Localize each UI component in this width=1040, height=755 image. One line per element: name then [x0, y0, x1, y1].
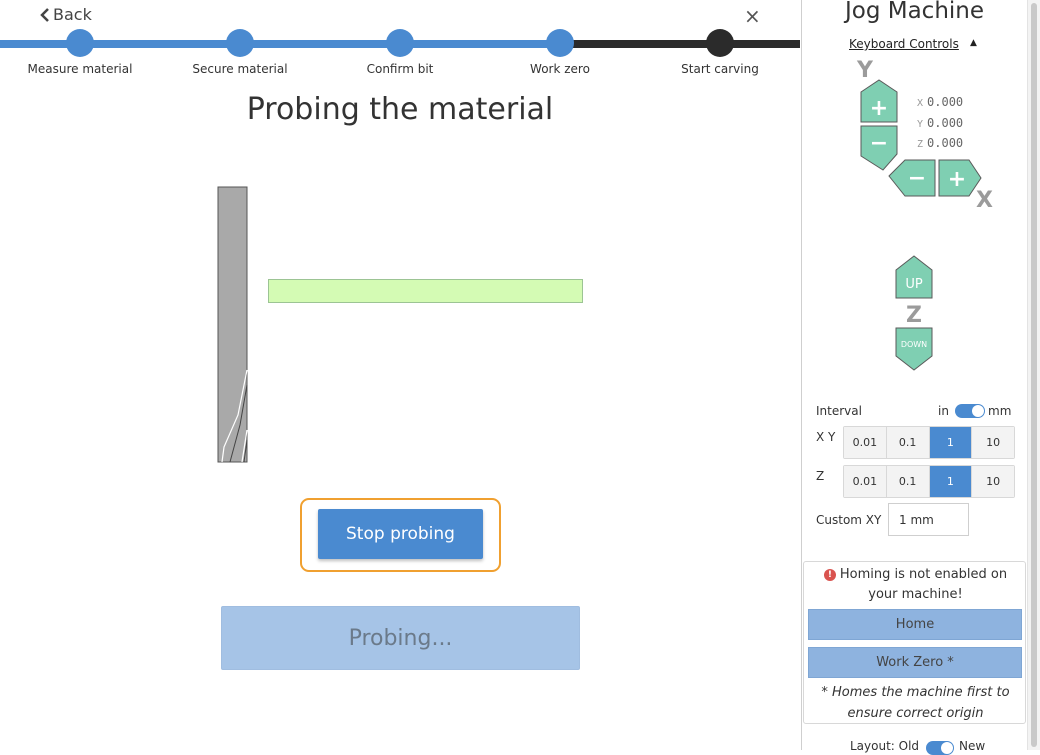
step-dot-start-carving — [706, 29, 734, 57]
layout-new-label: New — [959, 739, 986, 753]
probing-wizard: Back × Measure material Secure material … — [0, 4, 800, 670]
step-dot-work-zero — [546, 29, 574, 57]
homing-warning-text: Homing is not enabled on your machine! — [839, 567, 1008, 602]
xy-step-selector: 0.01 0.1 1 10 — [843, 426, 1015, 459]
keyboard-controls-link[interactable]: Keyboard Controls — [849, 37, 959, 51]
x-plus-label: + — [948, 167, 966, 192]
y-plus-label: + — [870, 96, 888, 121]
z-step-10[interactable]: 10 — [972, 466, 1014, 497]
step-dot-secure-material — [226, 29, 254, 57]
step-dot-measure-material — [66, 29, 94, 57]
unit-mm-label: mm — [988, 404, 1012, 418]
z-step-0.1[interactable]: 0.1 — [886, 466, 930, 497]
layout-toggle[interactable] — [926, 741, 954, 755]
y-axis-label: Y — [857, 58, 873, 83]
unit-toggle[interactable] — [955, 404, 985, 418]
step-label-measure-material: Measure material — [27, 62, 133, 76]
step-label-confirm-bit: Confirm bit — [366, 62, 434, 76]
step-label-start-carving: Start carving — [681, 62, 759, 76]
xy-step-1[interactable]: 1 — [929, 427, 973, 458]
x-plus-button[interactable]: + — [938, 159, 982, 197]
custom-xy-input[interactable] — [888, 503, 969, 536]
z-step-1[interactable]: 1 — [929, 466, 973, 497]
z-down-label: DOWN — [901, 340, 927, 349]
y-plus-button[interactable]: + — [860, 79, 898, 123]
caret-up-icon[interactable]: ▲ — [970, 38, 977, 48]
xy-step-0.01[interactable]: 0.01 — [844, 427, 887, 458]
z-step-0.01[interactable]: 0.01 — [844, 466, 887, 497]
x-minus-button[interactable]: − — [888, 159, 936, 197]
jog-panel: Jog Machine Keyboard Controls ▲ Y + − − … — [801, 0, 1026, 755]
x-minus-label: − — [908, 166, 926, 191]
z-down-button[interactable]: DOWN — [895, 327, 933, 371]
close-icon[interactable]: × — [744, 4, 761, 28]
layout-old-label: Layout: Old — [850, 739, 920, 753]
chevron-left-icon — [40, 7, 49, 22]
step-dot-confirm-bit — [386, 29, 414, 57]
z-step-label: Z — [816, 469, 825, 483]
work-zero-button[interactable]: Work Zero * — [808, 647, 1022, 678]
step-label-secure-material: Secure material — [192, 62, 288, 76]
xy-jog-pad: + − − + — [860, 79, 982, 197]
router-bit-illustration — [217, 186, 248, 463]
z-axis-label: Z — [906, 303, 922, 328]
scrollbar-thumb[interactable] — [1031, 3, 1037, 747]
xy-step-10[interactable]: 10 — [972, 427, 1014, 458]
probing-status-button: Probing... — [221, 606, 580, 670]
homing-note: * Homes the machine first to ensure corr… — [821, 685, 1010, 721]
homing-warning: !Homing is not enabled on your machine! — [808, 565, 1023, 605]
interval-label: Interval — [816, 404, 862, 418]
z-up-label: UP — [905, 277, 923, 292]
xy-step-label: X Y — [816, 430, 836, 444]
step-label-work-zero: Work zero — [530, 62, 590, 76]
stepper-line-complete — [0, 40, 561, 48]
xy-step-0.1[interactable]: 0.1 — [886, 427, 930, 458]
homing-panel: !Homing is not enabled on your machine! … — [803, 561, 1026, 724]
x-axis-label: X — [976, 188, 993, 213]
stop-probing-button[interactable]: Stop probing — [318, 509, 483, 559]
back-label: Back — [53, 5, 92, 24]
z-jog-pad: UP Z DOWN — [895, 255, 933, 371]
sidebar-scrollbar[interactable] — [1027, 0, 1040, 750]
home-button[interactable]: Home — [808, 609, 1022, 640]
z-up-button[interactable]: UP — [895, 255, 933, 299]
z-step-selector: 0.01 0.1 1 10 — [843, 465, 1015, 498]
stop-button-highlight — [300, 498, 501, 572]
layout-toggle-knob — [941, 742, 953, 754]
unit-in-label: in — [938, 404, 949, 418]
back-button[interactable]: Back — [40, 5, 92, 24]
custom-xy-label: Custom XY — [816, 513, 882, 527]
jog-panel-title: Jog Machine — [844, 0, 985, 24]
y-minus-label: − — [870, 131, 888, 156]
y-minus-button[interactable]: − — [860, 125, 898, 171]
page-title: Probing the material — [246, 92, 554, 127]
material-surface — [268, 279, 583, 303]
unit-toggle-knob — [972, 405, 984, 417]
stepper-line-pending — [561, 40, 800, 48]
warning-icon: ! — [823, 569, 836, 581]
